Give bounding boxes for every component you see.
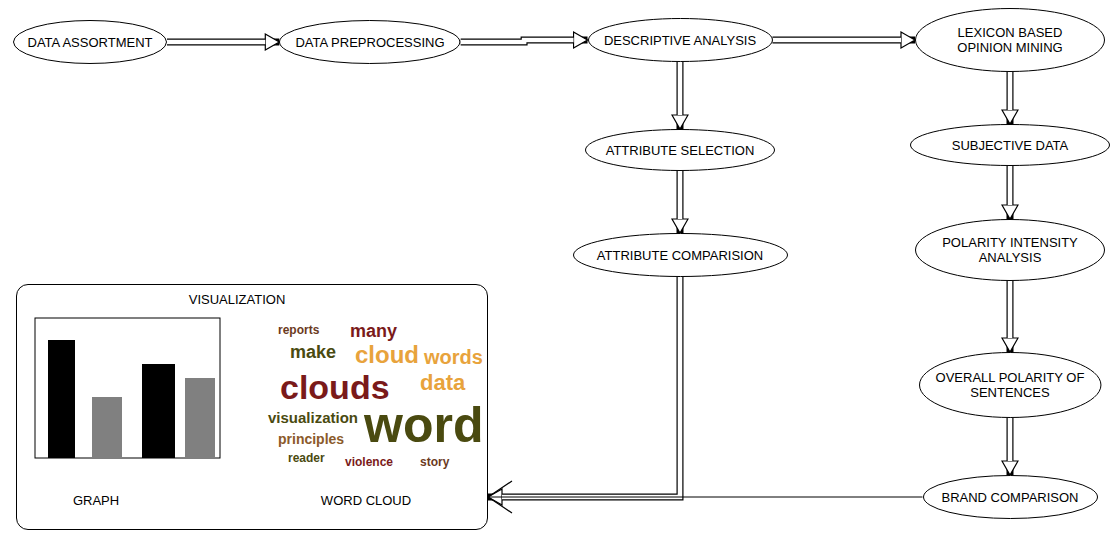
flow-arrow xyxy=(167,42,279,43)
connector-hollow xyxy=(461,40,574,42)
bar xyxy=(92,397,122,458)
flow-arrow xyxy=(461,40,588,42)
text-wrap: POLARITY INTENSITY ANALYSIS xyxy=(915,219,1105,281)
bar xyxy=(185,378,215,458)
ellipse-shape xyxy=(588,19,772,62)
cloud-word: violence xyxy=(345,456,393,468)
ellipse-shape xyxy=(919,353,1100,418)
cloud-word: words xyxy=(424,347,483,367)
process-ellipse: LEXICON BASED OPINION MINING xyxy=(915,8,1105,72)
node-label: POLARITY INTENSITY ANALYSIS xyxy=(940,235,1080,265)
connector-hollow xyxy=(678,62,683,115)
connector-hollow xyxy=(1008,72,1013,110)
connector-outline xyxy=(461,40,588,42)
text-wrap: ATTRIBUTE SELECTION xyxy=(585,129,775,171)
flow-arrow xyxy=(1010,281,1011,352)
panel-title: VISUALIZATION xyxy=(189,292,286,307)
process-ellipse: DESCRIPTIVE ANALYSIS xyxy=(588,18,773,62)
flow-arrow xyxy=(772,40,915,41)
node-label: BRAND COMPARISON xyxy=(942,490,1079,505)
node-label: DATA ASSORTMENT xyxy=(28,35,153,50)
connector-hollow xyxy=(167,40,265,45)
connector-line xyxy=(488,497,923,498)
text-wrap: SUBJECTIVE DATA xyxy=(910,124,1110,166)
process-ellipse: POLARITY INTENSITY ANALYSIS xyxy=(915,219,1105,281)
graph-frame xyxy=(35,318,220,458)
flow-arrow xyxy=(488,497,923,498)
ellipse-shape xyxy=(923,476,1097,519)
ellipse-shape xyxy=(911,125,1110,166)
connector-hollow xyxy=(1008,281,1013,338)
process-ellipse: OVERALL POLARITY OF SENTENCES xyxy=(919,352,1101,418)
ellipse-shape xyxy=(280,21,460,64)
node-label: DESCRIPTIVE ANALYSIS xyxy=(604,33,756,48)
connector-hollow xyxy=(1008,166,1013,205)
cloud-word: reader xyxy=(288,452,325,464)
process-ellipse: BRAND COMPARISON xyxy=(923,475,1098,519)
panel-caption: GRAPH xyxy=(73,493,119,508)
node-label: DATA PREPROCESSING xyxy=(295,35,444,50)
connector-outline xyxy=(488,277,680,497)
text-wrap: DATA PREPROCESSING xyxy=(279,20,460,64)
flow-arrow xyxy=(1010,72,1011,124)
connector-outline xyxy=(772,37,915,44)
connector-hollow xyxy=(502,277,680,497)
process-ellipse: ATTRIBUTE COMPARISION xyxy=(573,233,788,277)
text-wrap: BRAND COMPARISON xyxy=(923,475,1098,519)
cloud-word: data xyxy=(420,372,465,394)
connector-hollow xyxy=(1008,418,1013,461)
connector-outline xyxy=(167,39,279,46)
cloud-word: cloud xyxy=(355,343,419,367)
flow-arrow xyxy=(488,277,680,497)
flow-arrow xyxy=(1010,166,1011,219)
ellipse-shape xyxy=(916,9,1105,72)
bar xyxy=(48,340,75,458)
cloud-word: many xyxy=(350,322,397,340)
cloud-word: reports xyxy=(278,324,319,336)
connector-outline xyxy=(677,171,684,233)
connector-outline xyxy=(1007,281,1014,352)
node-label: OVERALL POLARITY OF SENTENCES xyxy=(935,370,1085,400)
text-wrap: OVERALL POLARITY OF SENTENCES xyxy=(919,352,1101,418)
node-label: SUBJECTIVE DATA xyxy=(952,138,1069,153)
process-ellipse: ATTRIBUTE SELECTION xyxy=(585,129,775,171)
connector-hollow xyxy=(772,38,901,43)
connector-outline xyxy=(676,62,683,129)
ellipse-shape xyxy=(916,220,1105,281)
connector-outline xyxy=(1006,418,1013,475)
bar xyxy=(142,364,175,458)
cloud-word: clouds xyxy=(280,370,390,404)
ellipse-shape xyxy=(586,130,775,171)
ellipse-shape xyxy=(13,21,166,64)
text-wrap: ATTRIBUTE COMPARISION xyxy=(573,233,788,277)
flow-arrow xyxy=(680,171,681,233)
process-ellipse: DATA ASSORTMENT xyxy=(13,20,167,64)
cloud-word: word xyxy=(364,400,483,450)
process-ellipse: DATA PREPROCESSING xyxy=(279,20,460,64)
cloud-word: visualization xyxy=(268,410,358,425)
node-label: ATTRIBUTE SELECTION xyxy=(606,143,755,158)
cloud-word: principles xyxy=(278,432,344,446)
connector-outline xyxy=(1007,166,1014,219)
flow-arrow xyxy=(679,62,680,129)
text-wrap: DESCRIPTIVE ANALYSIS xyxy=(588,18,773,62)
cloud-word: story xyxy=(420,456,449,468)
node-label: LEXICON BASED OPINION MINING xyxy=(945,25,1075,55)
panel-caption: WORD CLOUD xyxy=(321,493,411,508)
cloud-word: make xyxy=(290,343,336,361)
flow-arrow xyxy=(1009,418,1010,475)
node-label: ATTRIBUTE COMPARISION xyxy=(597,248,763,263)
text-wrap: LEXICON BASED OPINION MINING xyxy=(915,8,1105,72)
text-wrap: DATA ASSORTMENT xyxy=(13,20,167,64)
connector-hollow xyxy=(678,171,683,219)
connector-outline xyxy=(1007,72,1014,124)
ellipse-shape xyxy=(573,234,787,277)
process-ellipse: SUBJECTIVE DATA xyxy=(910,124,1110,166)
